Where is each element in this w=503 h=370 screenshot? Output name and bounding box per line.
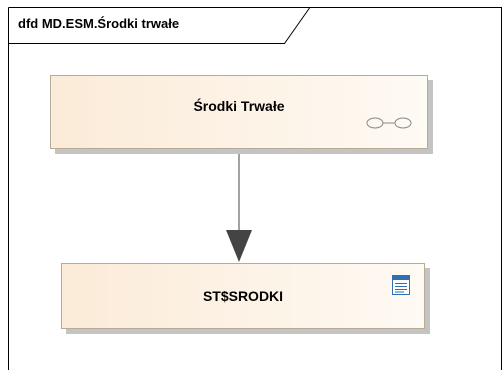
- node-st-srodki[interactable]: ST$SRODKI: [61, 263, 425, 329]
- node-srodki-trwale[interactable]: Środki Trwałe: [50, 75, 428, 149]
- table-icon: [392, 275, 410, 295]
- frame-title-tab: [8, 7, 310, 44]
- connector-arrowhead: [226, 230, 252, 262]
- frame-title: dfd MD.ESM.Środki trwałe: [18, 16, 180, 31]
- node-label: Środki Trwałe: [193, 98, 285, 114]
- association-icon: [366, 117, 412, 129]
- node-label: ST$SRODKI: [202, 288, 284, 304]
